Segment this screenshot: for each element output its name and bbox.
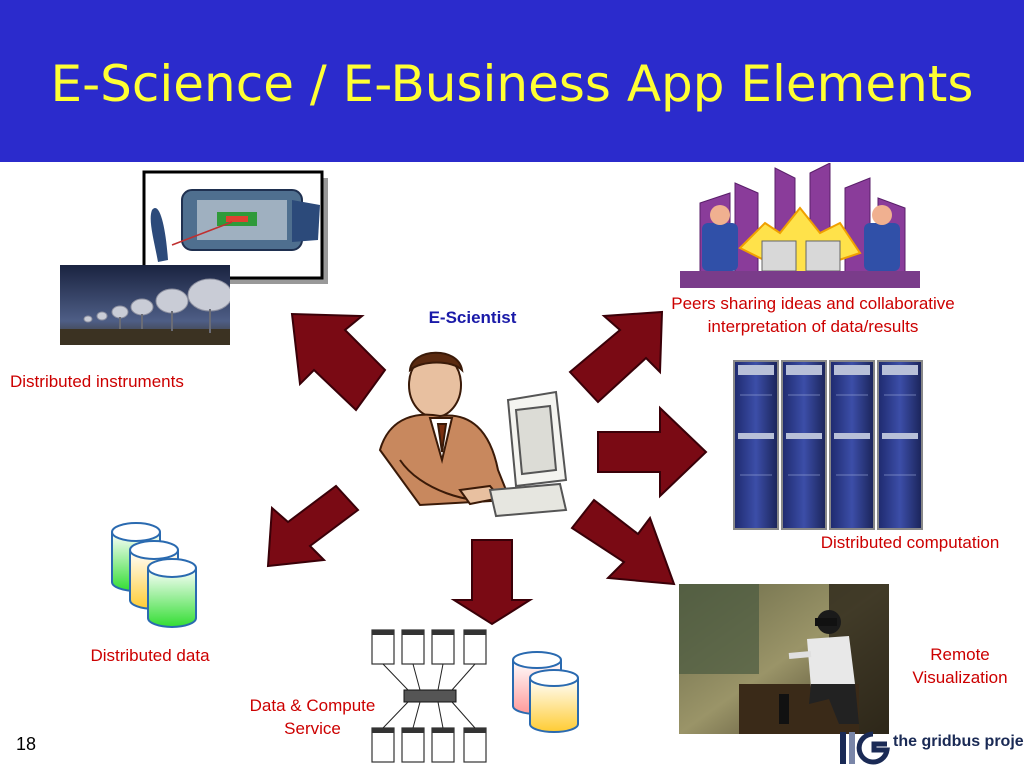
label-computation: Distributed computation bbox=[820, 533, 1000, 552]
server-rack-icon bbox=[733, 360, 923, 530]
network-switch-icon bbox=[371, 629, 487, 763]
peers-icon bbox=[680, 163, 920, 288]
label-visualization-line2: Visualization bbox=[912, 668, 1008, 687]
slide-header bbox=[0, 0, 1024, 162]
arrow-down bbox=[450, 539, 534, 626]
vr-user-icon bbox=[679, 584, 889, 734]
database-icon bbox=[512, 651, 579, 733]
label-visualization-line1: Remote bbox=[930, 645, 990, 664]
label-data: Distributed data bbox=[90, 646, 210, 665]
arrow-down-left bbox=[266, 484, 360, 568]
slide-title: E-Science / E-Business App Elements bbox=[50, 55, 974, 113]
gridbus-logo-icon bbox=[840, 731, 890, 765]
label-instruments: Distributed instruments bbox=[10, 372, 184, 391]
label-peers-line1: Peers sharing ideas and collaborative bbox=[671, 294, 955, 313]
arrow-up-left bbox=[290, 312, 387, 412]
arrow-down-right bbox=[570, 498, 676, 586]
telescope-dish-icon bbox=[60, 265, 230, 345]
arrow-right bbox=[597, 405, 708, 499]
label-visualization: Remote Visualization bbox=[895, 643, 1024, 689]
scientist-icon bbox=[378, 351, 568, 518]
database-icon bbox=[111, 522, 197, 628]
label-service-line1: Data & Compute bbox=[249, 696, 376, 715]
label-peers-line2: interpretation of data/results bbox=[707, 317, 919, 336]
slide-number: 18 bbox=[16, 734, 37, 754]
gridbus-logo-text: the gridbus project bbox=[893, 733, 1024, 750]
label-service-line2: Service bbox=[284, 719, 341, 738]
arrow-up-right bbox=[568, 310, 664, 404]
label-peers: Peers sharing ideas and collaborative in… bbox=[638, 292, 988, 338]
label-service: Data & Compute Service bbox=[230, 694, 395, 740]
e-scientist-label: E-Scientist bbox=[428, 308, 517, 327]
detector-icon bbox=[142, 170, 328, 284]
